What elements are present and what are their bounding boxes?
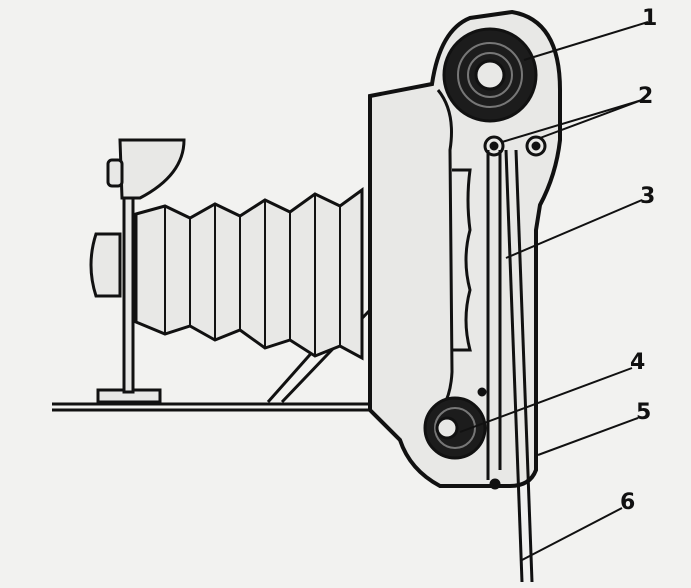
camera-body	[368, 9, 562, 488]
film-strip	[477, 149, 534, 583]
callout-5: 5	[636, 400, 652, 425]
film-spool-top	[442, 27, 538, 123]
callout-3: 3	[640, 184, 656, 209]
bellows	[134, 187, 364, 361]
callout-1: 1	[642, 6, 658, 31]
callout-2: 2	[638, 84, 654, 109]
leader-lines	[459, 21, 649, 561]
baseboard	[52, 388, 370, 412]
callout-4: 4	[630, 350, 646, 375]
callout-6: 6	[620, 490, 636, 515]
film-spool-bottom	[423, 396, 487, 460]
lens-standard	[89, 138, 186, 394]
